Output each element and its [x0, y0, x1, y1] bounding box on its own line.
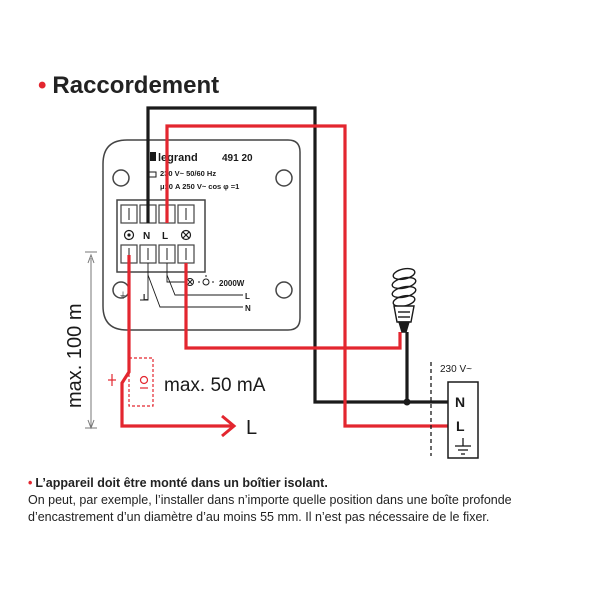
neutral-wire-main [146, 106, 458, 404]
spec-voltage: 230 V~ 50/60 Hz [160, 169, 216, 178]
max-distance-label: max. 100 m [64, 304, 86, 408]
screw-hole-br [275, 281, 293, 299]
cfl-lamp-icon [391, 267, 417, 333]
out-L-label: L [246, 417, 257, 439]
installation-notes: •L’appareil doit être monté dans un boît… [28, 475, 588, 526]
supply-voltage-label: 230 V~ [440, 364, 472, 375]
pushbutton-wire [120, 255, 232, 428]
pushbutton-terminal-icon [123, 229, 135, 241]
max-current-label: max. 50 mA [164, 375, 266, 396]
spec-current: μ10 A 250 V~ cos φ =1 [160, 182, 239, 191]
terminal-label-L: L [162, 231, 168, 242]
phase-wire-main [165, 124, 458, 428]
terminal-screws-top [120, 204, 195, 264]
out-L-arrow-head [221, 414, 237, 438]
title-bullet: • [38, 72, 47, 99]
warning-bullet: • [28, 476, 33, 490]
screw-hole-tr [275, 169, 293, 187]
device-ref: 491 20 [222, 153, 253, 164]
warning-line: •L’appareil doit être monté dans un boît… [28, 475, 588, 492]
pushbutton-icon [108, 374, 149, 389]
switch-symbol: ⏚ [119, 291, 127, 300]
terminal-block [116, 199, 206, 273]
device-bottom-N: N [245, 304, 251, 313]
device-outline [102, 139, 301, 331]
lamp-wire [184, 263, 402, 350]
lamp-rating: 2000W [219, 279, 245, 288]
device-bottom-L: L [245, 292, 250, 301]
supply-N-label: N [455, 394, 465, 410]
neutral-junction [403, 398, 411, 406]
pushbutton-terminal-dot [127, 233, 131, 237]
legrand-logo-mark [150, 152, 156, 161]
notes-text: On peut, par exemple, l’installer dans n… [28, 493, 512, 524]
bulb-icon [198, 275, 214, 286]
terminal-label-N: N [143, 231, 150, 242]
earth-ground-icon [455, 438, 471, 455]
switch-L-label: L [143, 293, 148, 302]
supply-L-label: L [456, 418, 465, 434]
screw-hole-tl [112, 169, 130, 187]
title-text: Raccordement [52, 72, 220, 99]
distance-dimension [85, 251, 97, 430]
lamp-terminal-icon [180, 229, 192, 241]
warning-text: L’appareil doit être monté dans un boîti… [35, 476, 328, 490]
brand-logo: legrand [158, 152, 198, 164]
section-title: •Raccordement [38, 72, 219, 100]
pushbutton-dashed-box [128, 357, 154, 407]
